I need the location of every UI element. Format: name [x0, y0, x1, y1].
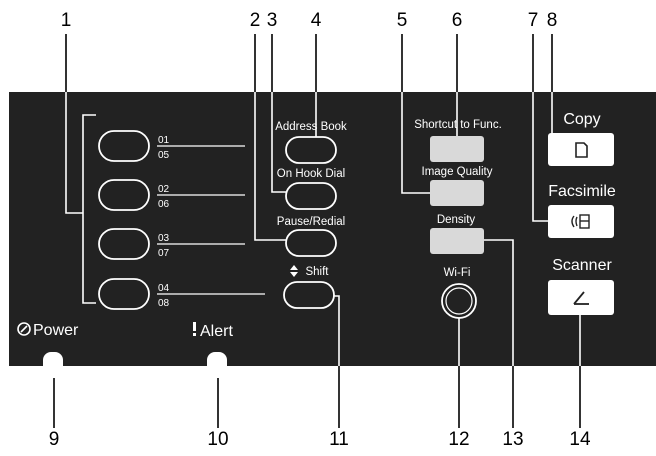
- wifi-button[interactable]: [441, 283, 477, 319]
- one-touch-button-3[interactable]: [98, 228, 150, 260]
- document-icon: [575, 142, 588, 158]
- shift-label: Shift: [305, 266, 329, 278]
- callout-11: 11: [329, 429, 349, 450]
- one-touch-button-4[interactable]: [98, 278, 150, 310]
- callout-5: 5: [397, 10, 408, 31]
- shift-button[interactable]: [283, 281, 335, 309]
- callout-6: 6: [452, 10, 463, 31]
- density-button[interactable]: [430, 228, 484, 254]
- one-touch-button-1[interactable]: [98, 130, 150, 162]
- pause-redial-button[interactable]: [285, 229, 337, 257]
- wifi-button-inner: [445, 287, 473, 315]
- scanner-label: Scanner: [552, 257, 612, 274]
- density-label: Density: [437, 214, 476, 226]
- copy-button[interactable]: [548, 133, 614, 166]
- callout-4: 4: [311, 10, 322, 31]
- fax-icon: [571, 214, 590, 229]
- address-book-button[interactable]: [285, 136, 337, 164]
- one-touch-2-bottom: 06: [158, 199, 170, 210]
- one-touch-3-top: 03: [158, 233, 170, 244]
- address-book-label: Address Book: [275, 121, 347, 133]
- facsimile-label: Facsimile: [548, 183, 616, 200]
- one-touch-bracket: [82, 114, 96, 304]
- callout-9: 9: [49, 429, 60, 450]
- alert-indicator: [207, 352, 227, 378]
- callout-8: 8: [547, 10, 558, 31]
- one-touch-4-top: 04: [158, 283, 170, 294]
- power-label: Power: [33, 322, 79, 339]
- power-indicator: [43, 352, 63, 378]
- callout-12: 12: [448, 429, 469, 450]
- shortcut-button[interactable]: [430, 136, 484, 162]
- copy-label: Copy: [563, 111, 600, 128]
- wifi-label: Wi-Fi: [444, 267, 471, 279]
- one-touch-button-2[interactable]: [98, 179, 150, 211]
- power-icon: [17, 322, 31, 336]
- callout-14: 14: [569, 429, 591, 450]
- callout-1: 1: [61, 10, 72, 31]
- callout-3: 3: [267, 10, 278, 31]
- one-touch-4-bottom: 08: [158, 298, 170, 309]
- pause-redial-label: Pause/Redial: [277, 216, 345, 228]
- one-touch-2-top: 02: [158, 184, 170, 195]
- image-quality-button[interactable]: [430, 180, 484, 206]
- callout-13: 13: [502, 429, 523, 450]
- callout-10: 10: [207, 429, 228, 450]
- one-touch-3-bottom: 07: [158, 248, 170, 259]
- on-hook-dial-label: On Hook Dial: [277, 168, 345, 180]
- exclamation-icon: [193, 322, 196, 336]
- scanner-button[interactable]: [548, 280, 614, 315]
- callout-2: 2: [250, 10, 261, 31]
- image-quality-label: Image Quality: [422, 166, 493, 178]
- callout-lines: [53, 34, 581, 428]
- alert-label: Alert: [200, 323, 233, 340]
- on-hook-dial-button[interactable]: [285, 182, 337, 210]
- callout-7: 7: [528, 10, 539, 31]
- one-touch-group: 01 05 02 06 03 07 04 08: [98, 130, 265, 310]
- up-down-arrow-icon: [290, 265, 298, 277]
- shortcut-label: Shortcut to Func.: [414, 119, 502, 131]
- one-touch-dividers: [157, 145, 265, 295]
- one-touch-1-top: 01: [158, 135, 170, 146]
- scanner-icon: [573, 291, 589, 305]
- one-touch-1-bottom: 05: [158, 150, 170, 161]
